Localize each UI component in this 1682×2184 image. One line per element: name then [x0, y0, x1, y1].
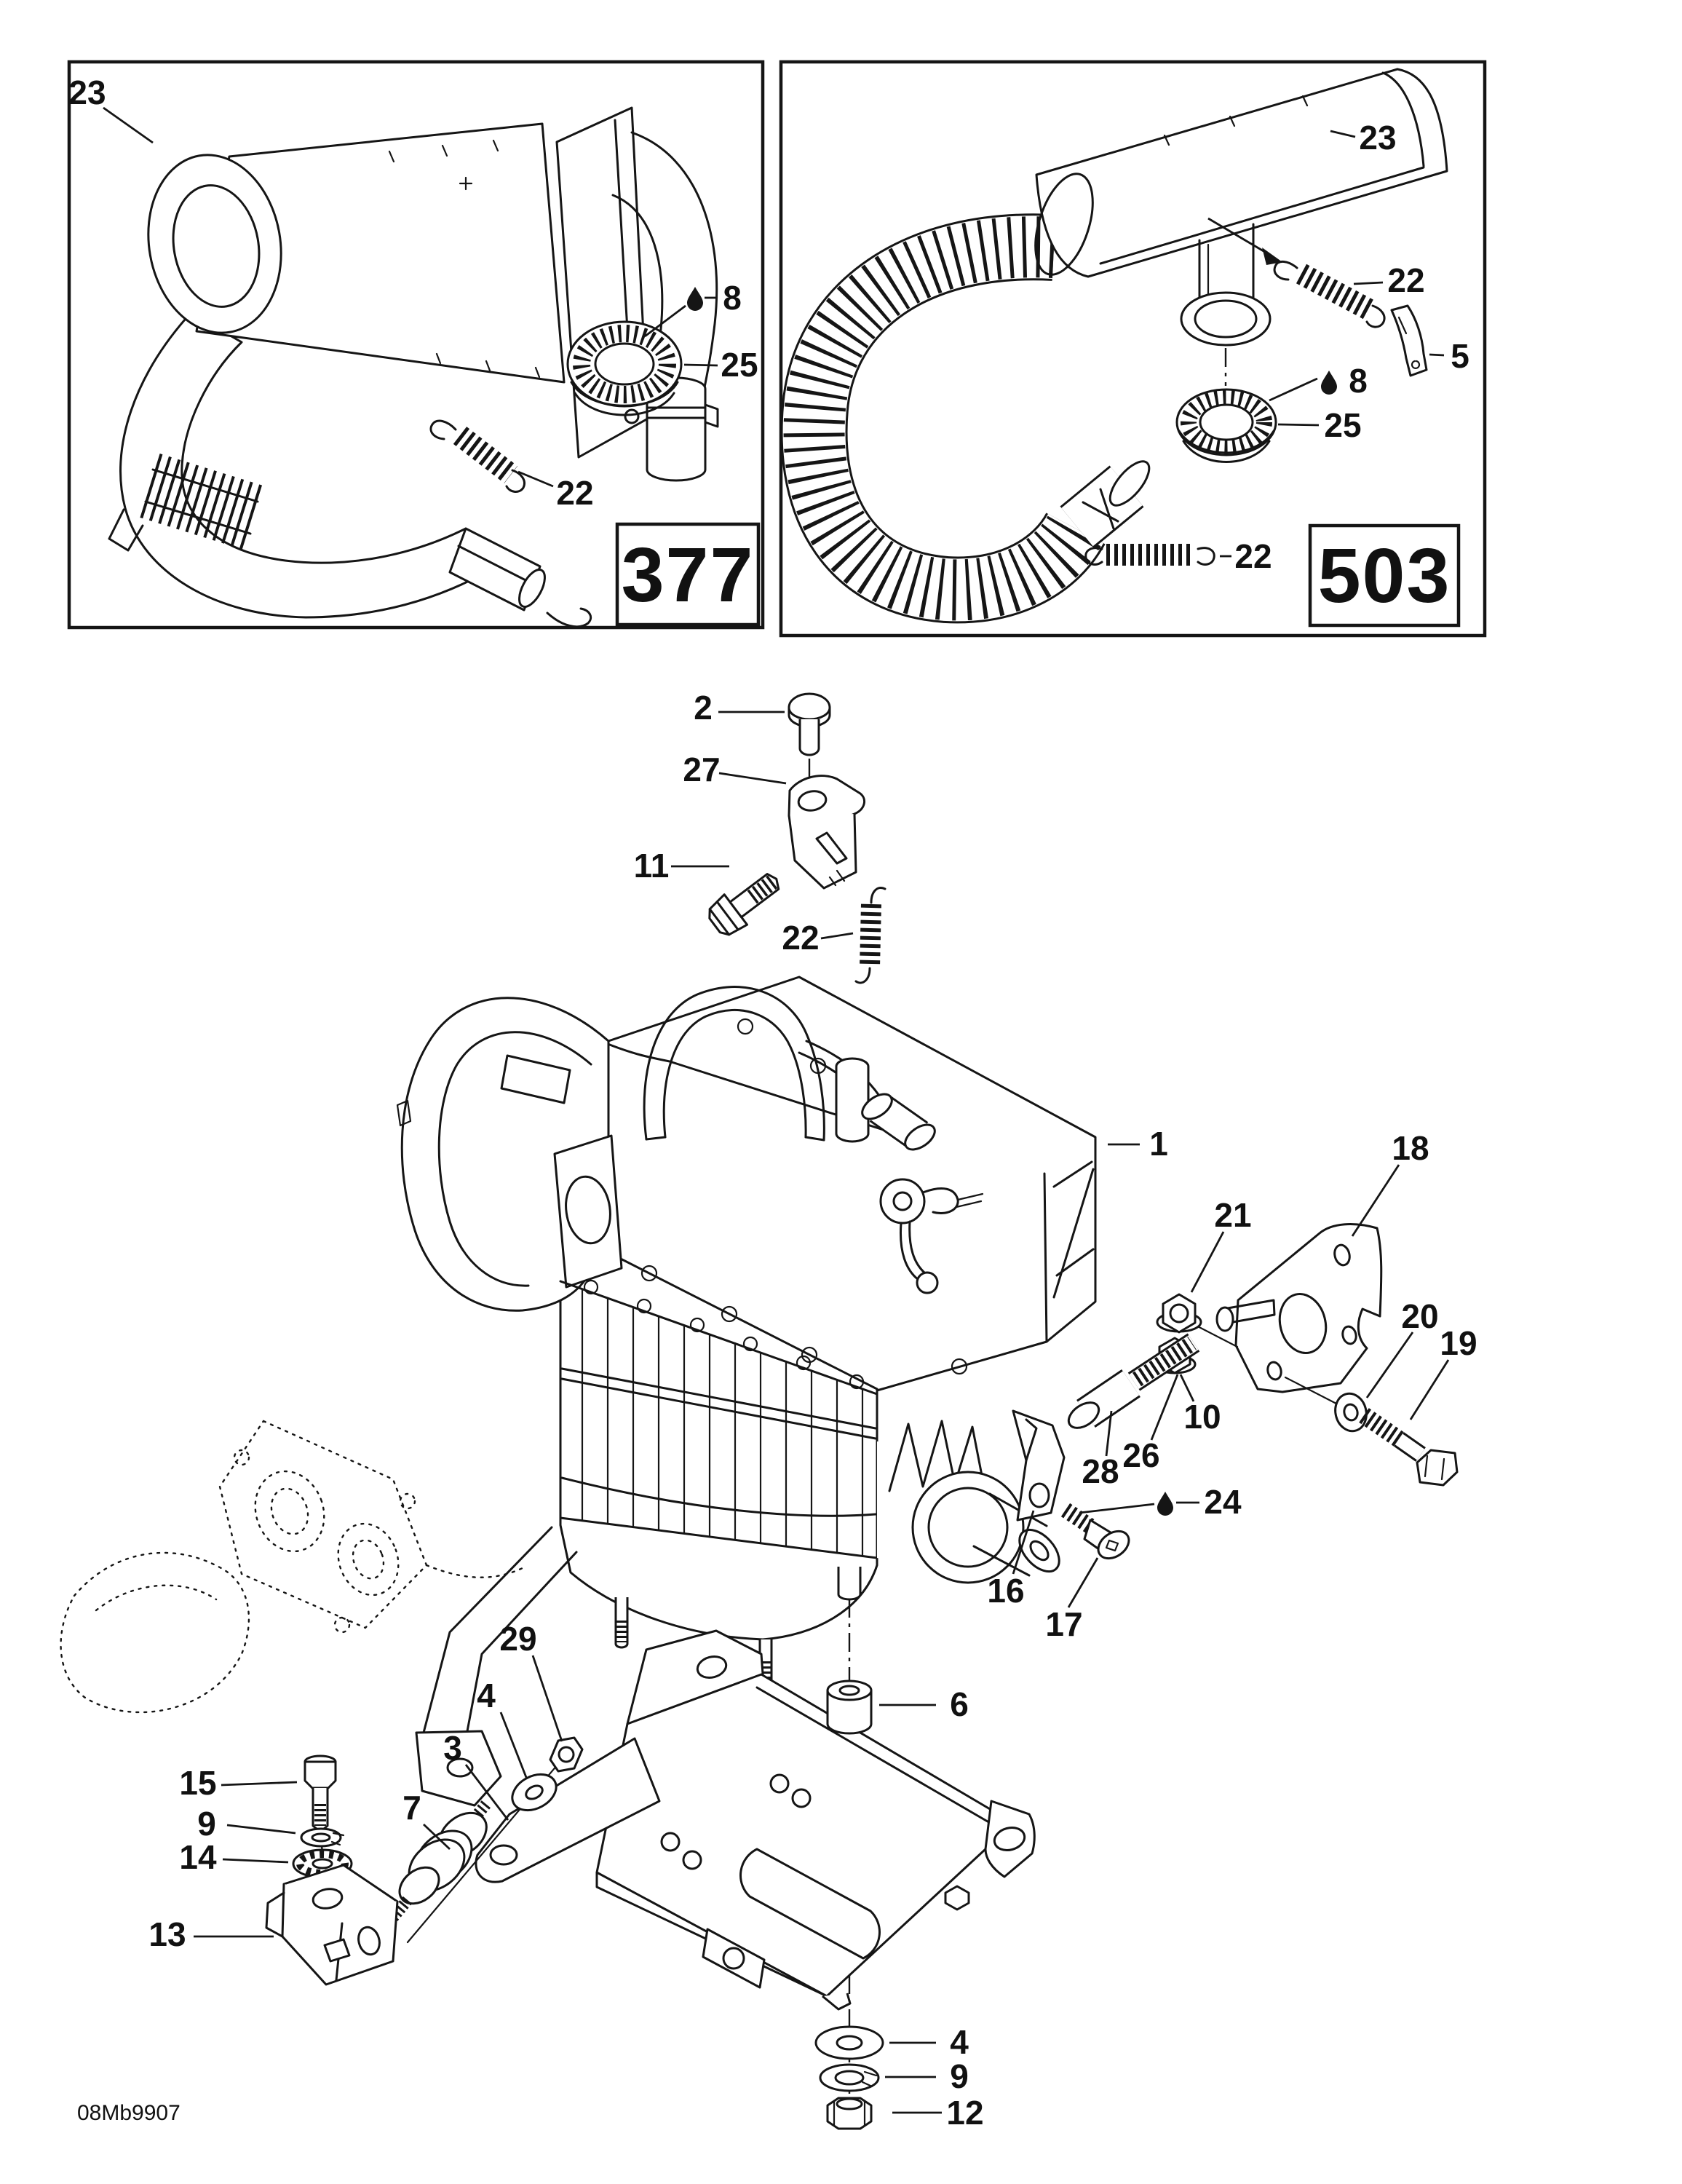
callout-4-upper-label: 4: [477, 1677, 496, 1714]
nut-21-drawing: [1156, 1293, 1202, 1334]
leader-22: [517, 470, 554, 488]
callout-22-lower-label: 22: [1234, 537, 1272, 575]
callout-18-label: 18: [1392, 1129, 1429, 1167]
bracket-27-drawing: [788, 775, 866, 890]
callout-23-label: 23: [68, 74, 106, 111]
callout-4-lower-label: 4: [950, 2023, 969, 2061]
callout-16-label: 16: [987, 1572, 1024, 1610]
spacer-6-drawing: [826, 1679, 873, 1735]
pto-and-fan: [877, 1420, 1060, 1584]
callout-13-label: 13: [148, 1915, 186, 1953]
callout-22-label: 22: [782, 919, 819, 957]
callout-12-label: 12: [946, 2094, 983, 2132]
callout-8-label: 8: [723, 279, 742, 317]
nut-29-drawing: [549, 1736, 584, 1773]
engine-hardware-callouts: 18 21 10 20 19 26 28 24 16 17: [987, 1129, 1477, 1643]
spring-22-503-lower: [1084, 544, 1215, 566]
mount-callouts: 29 4 3 7 6 15 9 14 13 4 9 12: [148, 1620, 983, 2132]
callout-1-label: 1: [1149, 1125, 1168, 1163]
callout-3-label: 3: [443, 1729, 462, 1767]
callout-10-label: 10: [1183, 1398, 1221, 1436]
panel-377-border: [67, 60, 765, 630]
oil-droplet-icon: [1157, 1492, 1173, 1516]
callout-9-left-label: 9: [197, 1805, 216, 1843]
leader-25: [1277, 423, 1320, 427]
callout-20-label: 20: [1401, 1297, 1438, 1335]
mount-plate-3-drawing: [475, 1629, 1036, 2011]
callout-25-label: 25: [1324, 406, 1361, 444]
stud-26-sleeve-28-drawing: [1067, 1333, 1200, 1429]
oil-droplet-icon: [1321, 371, 1337, 395]
panel-377-callouts: 23 8 25 22: [68, 74, 758, 512]
callout-21-label: 21: [1214, 1196, 1251, 1234]
screw-17-drawing: [1060, 1503, 1130, 1560]
seal-ring-25-503: [1175, 388, 1277, 463]
engine-hardware-group: 18 21 10 20 19 26 28 24 16 17: [987, 1129, 1477, 1643]
spring-22-hanger: [854, 887, 886, 984]
leader-8: [1269, 377, 1318, 402]
footer-document-code: 08Mb9907: [77, 2101, 181, 2125]
bolt-15-drawing: [304, 1754, 337, 1896]
callout-17-label: 17: [1045, 1605, 1082, 1643]
mount-group: 29 4 3 7 6 15 9 14 13 4 9 12: [148, 1599, 1036, 2132]
hanger-callouts: 2 27 11 22: [634, 689, 854, 957]
lock-washer-9-left-drawing: [300, 1827, 345, 1848]
hose-cluster: [798, 1040, 984, 1294]
callout-6-label: 6: [950, 1685, 969, 1723]
panel-377: 23 8 25 22 377: [67, 60, 765, 630]
panel-503: 23 22 5 8 25 22 503: [779, 60, 1487, 638]
washer-20-drawing: [1334, 1392, 1368, 1433]
callout-23-label: 23: [1359, 119, 1396, 157]
callout-28-label: 28: [1082, 1452, 1119, 1490]
callout-29-label: 29: [499, 1620, 536, 1658]
callout-27-label: 27: [683, 751, 720, 788]
callout-2-label: 2: [694, 689, 713, 727]
callout-14-label: 14: [179, 1838, 217, 1876]
leader-22u: [1353, 281, 1384, 285]
bolt-11-drawing: [708, 873, 780, 936]
callout-24-label: 24: [1204, 1483, 1242, 1521]
model-503-label: 503: [1318, 533, 1451, 619]
bracket-13-drawing: [265, 1864, 399, 1986]
mount-7-drawing: [388, 1800, 491, 1922]
bracket-18-drawing: [1188, 1223, 1383, 1405]
loctite-24: [1079, 1492, 1199, 1516]
strap-5-drawing: [1390, 304, 1428, 377]
callout-19-label: 19: [1440, 1324, 1477, 1362]
cylinder-fins: [559, 1279, 878, 1559]
panel-503-callouts: 23 22 5 8 25 22: [1220, 119, 1469, 575]
spring-22-503-upper: [1273, 261, 1386, 328]
washer-4-lower-drawing: [814, 2025, 884, 2060]
hanger-hardware-group: 2 27 11 22: [634, 689, 886, 984]
bracket-16-drawing: [1012, 1409, 1066, 1522]
callout-22-label: 22: [556, 474, 593, 512]
callout-11-label: 11: [634, 847, 670, 885]
leader-23: [103, 106, 154, 144]
model-377-label: 377: [622, 532, 755, 618]
leader-23: [1330, 130, 1356, 138]
muffler-503-drawing: [780, 68, 1448, 624]
callout-8-label: 8: [1349, 362, 1368, 400]
bolt-19-drawing: [1359, 1408, 1459, 1487]
oil-droplet-icon: [687, 287, 703, 311]
callout-25-label: 25: [721, 346, 758, 384]
callout-5-label: 5: [1451, 337, 1469, 375]
ghost-manifold-drawing: [60, 1420, 527, 1714]
callout-15-label: 15: [179, 1764, 216, 1802]
panel-503-border: [779, 60, 1487, 638]
callout-7-label: 7: [402, 1789, 421, 1827]
lock-washer-9-lower-drawing: [819, 2063, 880, 2092]
callout-9-lower-label: 9: [950, 2057, 969, 2095]
model-badge-503: 503: [1308, 523, 1461, 628]
leader-8: [644, 304, 686, 338]
spring-22-377: [429, 419, 525, 493]
engine-drawing: 1: [396, 976, 1168, 1807]
engine-front-arm: [415, 1526, 578, 1807]
seal-ring-25-377: [566, 320, 683, 416]
nut-12-drawing: [826, 2097, 873, 2130]
callout-22-upper-label: 22: [1387, 261, 1424, 299]
callout-26-label: 26: [1122, 1436, 1159, 1474]
model-badge-377: 377: [615, 522, 761, 627]
